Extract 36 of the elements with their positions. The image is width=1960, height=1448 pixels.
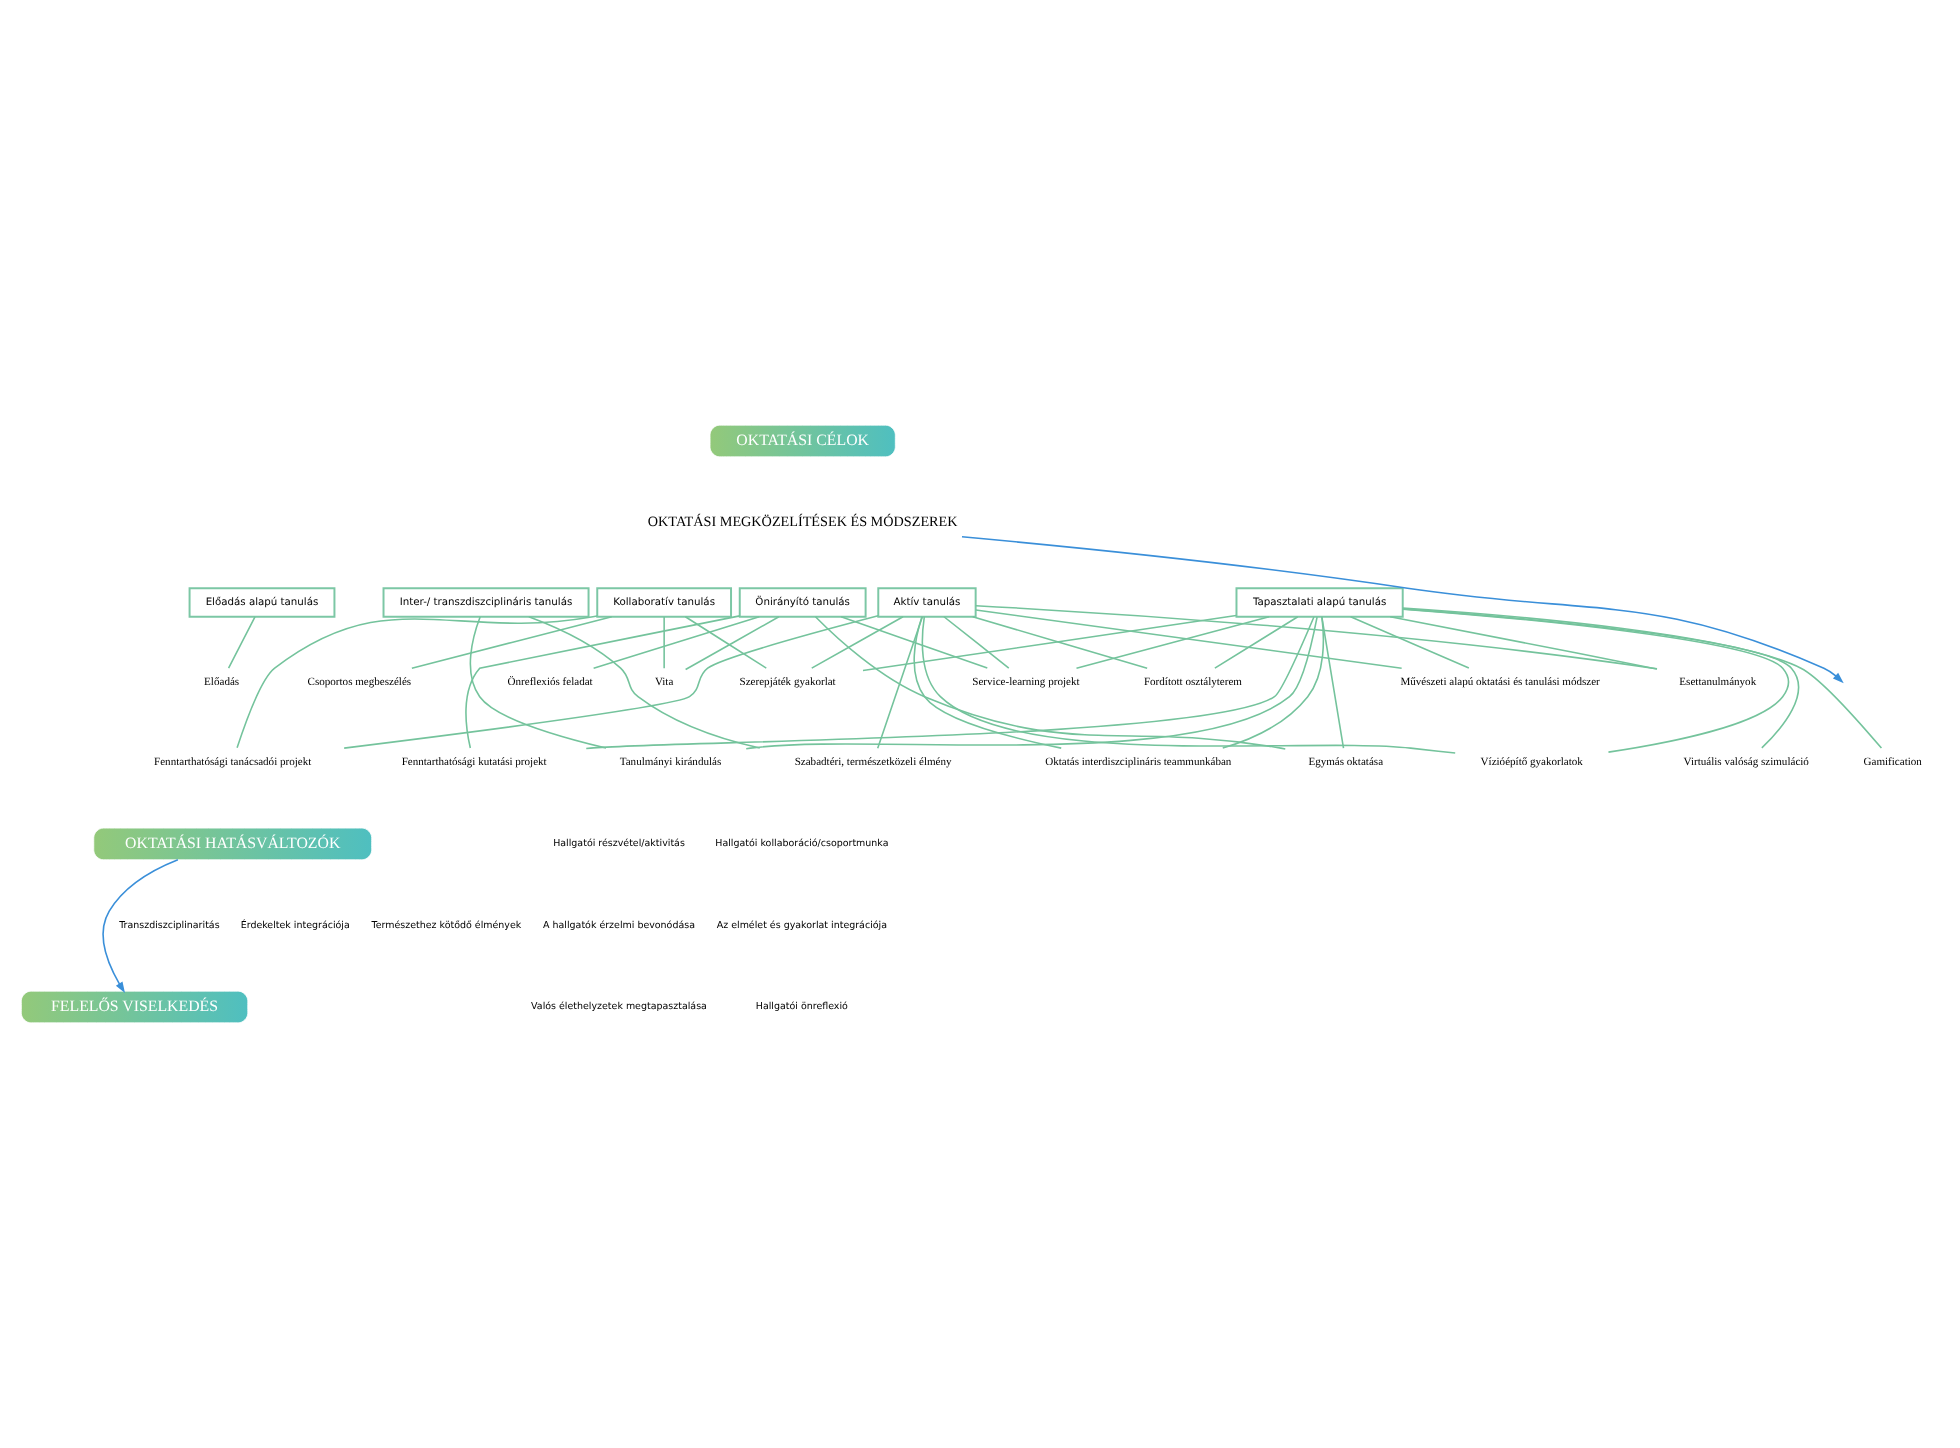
connector bbox=[840, 615, 989, 669]
node-box: OKTATÁSI HATÁSVÁLTOZÓK bbox=[93, 827, 373, 861]
connector bbox=[469, 616, 607, 749]
connector bbox=[465, 615, 741, 749]
connector bbox=[975, 609, 1403, 669]
connector bbox=[1321, 616, 1345, 749]
connector bbox=[975, 604, 1658, 670]
connector bbox=[663, 616, 665, 669]
connector bbox=[585, 616, 1315, 750]
connector bbox=[1389, 616, 1658, 670]
arrow bbox=[961, 536, 1844, 684]
connector bbox=[227, 616, 256, 669]
connector bbox=[1214, 615, 1299, 669]
connector bbox=[684, 615, 768, 669]
connector bbox=[1401, 607, 1883, 749]
connector bbox=[684, 615, 780, 671]
connector bbox=[814, 616, 1287, 750]
connector bbox=[921, 616, 1456, 754]
connector bbox=[236, 615, 598, 749]
node-box: FELELŐS VISELKEDÉS bbox=[20, 990, 249, 1024]
connector bbox=[862, 614, 1237, 672]
connector bbox=[411, 615, 613, 669]
connector bbox=[913, 616, 1062, 749]
connector bbox=[592, 615, 761, 669]
connector bbox=[528, 615, 761, 749]
node-box: OKTATÁSI CÉLOK bbox=[709, 424, 896, 458]
connector bbox=[343, 615, 879, 749]
connector bbox=[971, 615, 1148, 669]
arrow bbox=[102, 859, 179, 994]
connector bbox=[745, 616, 1318, 750]
connector bbox=[810, 615, 904, 669]
connector bbox=[943, 615, 1010, 669]
connector bbox=[1221, 616, 1325, 749]
connector bbox=[1075, 615, 1270, 669]
connector bbox=[1349, 615, 1470, 669]
connector bbox=[876, 616, 924, 749]
